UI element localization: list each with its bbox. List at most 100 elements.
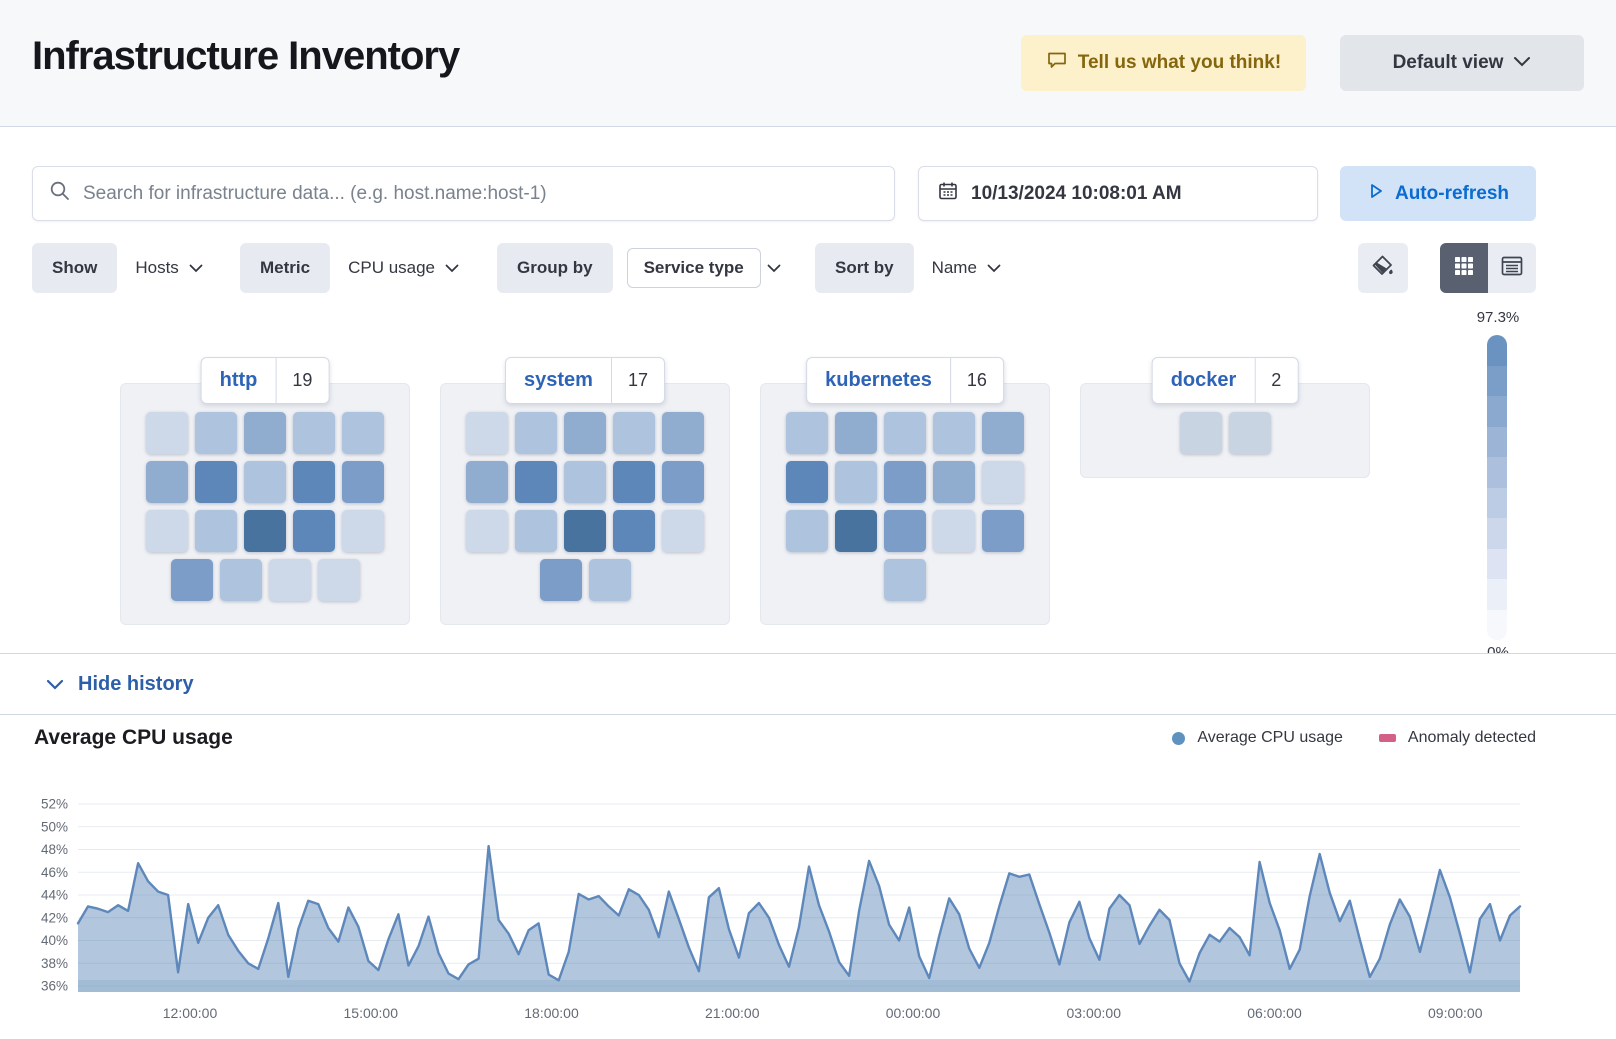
- legend-item-anomaly[interactable]: Anomaly detected: [1378, 729, 1536, 747]
- host-tile[interactable]: [515, 412, 557, 454]
- host-tile[interactable]: [613, 461, 655, 503]
- legend-options-button[interactable]: [1358, 243, 1408, 293]
- svg-text:21:00:00: 21:00:00: [705, 1005, 760, 1021]
- host-tile[interactable]: [244, 510, 286, 552]
- host-tile[interactable]: [146, 412, 188, 454]
- group-name-link[interactable]: system: [524, 369, 593, 391]
- legend-swatch-icon: [1378, 734, 1396, 742]
- host-tile[interactable]: [539, 559, 582, 601]
- group-by-value-pill[interactable]: Service type: [626, 248, 761, 288]
- legend-step: [1487, 365, 1507, 396]
- host-tile[interactable]: [588, 559, 631, 601]
- group-badge-system[interactable]: system 17: [505, 357, 665, 404]
- host-tile[interactable]: [195, 412, 237, 454]
- host-tile[interactable]: [613, 510, 655, 552]
- host-tile[interactable]: [613, 412, 655, 454]
- host-tile[interactable]: [466, 461, 508, 503]
- host-tile[interactable]: [884, 461, 926, 503]
- host-tile[interactable]: [466, 412, 508, 454]
- host-tile[interactable]: [195, 461, 237, 503]
- host-tile[interactable]: [1179, 412, 1222, 454]
- host-tile[interactable]: [933, 412, 975, 454]
- host-tile[interactable]: [1228, 412, 1271, 454]
- host-tile[interactable]: [342, 461, 384, 503]
- host-tile[interactable]: [786, 412, 828, 454]
- sort-by-dropdown[interactable]: Name: [914, 243, 1019, 293]
- host-tile[interactable]: [219, 559, 262, 601]
- map-view-toggle[interactable]: [1440, 243, 1488, 293]
- host-tile[interactable]: [244, 412, 286, 454]
- legend-max-label: 97.3%: [1476, 309, 1520, 326]
- host-tile[interactable]: [982, 412, 1024, 454]
- legend-step: [1487, 579, 1507, 610]
- chevron-down-icon: [987, 264, 1001, 272]
- host-tile[interactable]: [146, 461, 188, 503]
- host-tile[interactable]: [342, 510, 384, 552]
- view-mode-toggle: [1440, 243, 1536, 293]
- legend-item-avg-cpu[interactable]: Average CPU usage: [1172, 729, 1343, 747]
- chevron-down-icon: [46, 673, 64, 696]
- host-tile[interactable]: [662, 412, 704, 454]
- host-tile[interactable]: [662, 510, 704, 552]
- hide-history-toggle[interactable]: Hide history: [46, 673, 194, 696]
- filter-label: Metric: [240, 243, 331, 293]
- search-input[interactable]: [83, 182, 878, 205]
- feedback-button[interactable]: Tell us what you think!: [1021, 35, 1306, 91]
- host-tile[interactable]: [317, 559, 360, 601]
- show-dropdown[interactable]: Hosts: [117, 243, 220, 293]
- date-picker[interactable]: 10/13/2024 10:08:01 AM: [918, 166, 1318, 221]
- host-tile[interactable]: [564, 461, 606, 503]
- host-tile[interactable]: [884, 412, 926, 454]
- table-view-toggle[interactable]: [1488, 243, 1536, 293]
- svg-text:03:00:00: 03:00:00: [1067, 1005, 1122, 1021]
- host-tile[interactable]: [515, 461, 557, 503]
- host-tile[interactable]: [244, 461, 286, 503]
- svg-text:52%: 52%: [41, 797, 68, 812]
- host-tile[interactable]: [146, 510, 188, 552]
- saved-view-selector[interactable]: Default view: [1340, 35, 1584, 91]
- host-tile[interactable]: [982, 510, 1024, 552]
- host-tile[interactable]: [933, 461, 975, 503]
- host-tile[interactable]: [466, 510, 508, 552]
- group-name-link[interactable]: http: [219, 369, 258, 391]
- host-tile[interactable]: [884, 559, 926, 601]
- group-name-link[interactable]: docker: [1170, 369, 1237, 391]
- group-name-link[interactable]: kubernetes: [825, 369, 932, 391]
- host-tile[interactable]: [515, 510, 557, 552]
- host-tile[interactable]: [293, 461, 335, 503]
- svg-text:12:00:00: 12:00:00: [163, 1005, 218, 1021]
- svg-text:48%: 48%: [41, 842, 68, 857]
- auto-refresh-button[interactable]: Auto-refresh: [1340, 166, 1536, 221]
- host-tile[interactable]: [884, 510, 926, 552]
- host-tile[interactable]: [564, 510, 606, 552]
- legend-step: [1487, 518, 1507, 549]
- host-tile[interactable]: [933, 510, 975, 552]
- metric-dropdown[interactable]: CPU usage: [330, 243, 477, 293]
- host-tile[interactable]: [564, 412, 606, 454]
- host-tile[interactable]: [293, 510, 335, 552]
- host-tile[interactable]: [195, 510, 237, 552]
- search-bar[interactable]: [32, 166, 895, 221]
- host-tile[interactable]: [835, 412, 877, 454]
- host-tile[interactable]: [786, 461, 828, 503]
- chart-title: Average CPU usage: [34, 726, 233, 749]
- host-tile[interactable]: [786, 510, 828, 552]
- host-tile[interactable]: [268, 559, 311, 601]
- host-tile[interactable]: [835, 510, 877, 552]
- chevron-down-icon: [189, 264, 203, 272]
- host-tile[interactable]: [342, 412, 384, 454]
- group-count: 17: [627, 370, 648, 390]
- chart-legend: Average CPU usage Anomaly detected: [1172, 729, 1536, 747]
- host-tile[interactable]: [293, 412, 335, 454]
- host-tile[interactable]: [835, 461, 877, 503]
- calendar-icon: [937, 180, 959, 208]
- host-tile[interactable]: [982, 461, 1024, 503]
- host-tile[interactable]: [170, 559, 213, 601]
- host-tile[interactable]: [662, 461, 704, 503]
- group-by-dropdown[interactable]: [761, 243, 791, 293]
